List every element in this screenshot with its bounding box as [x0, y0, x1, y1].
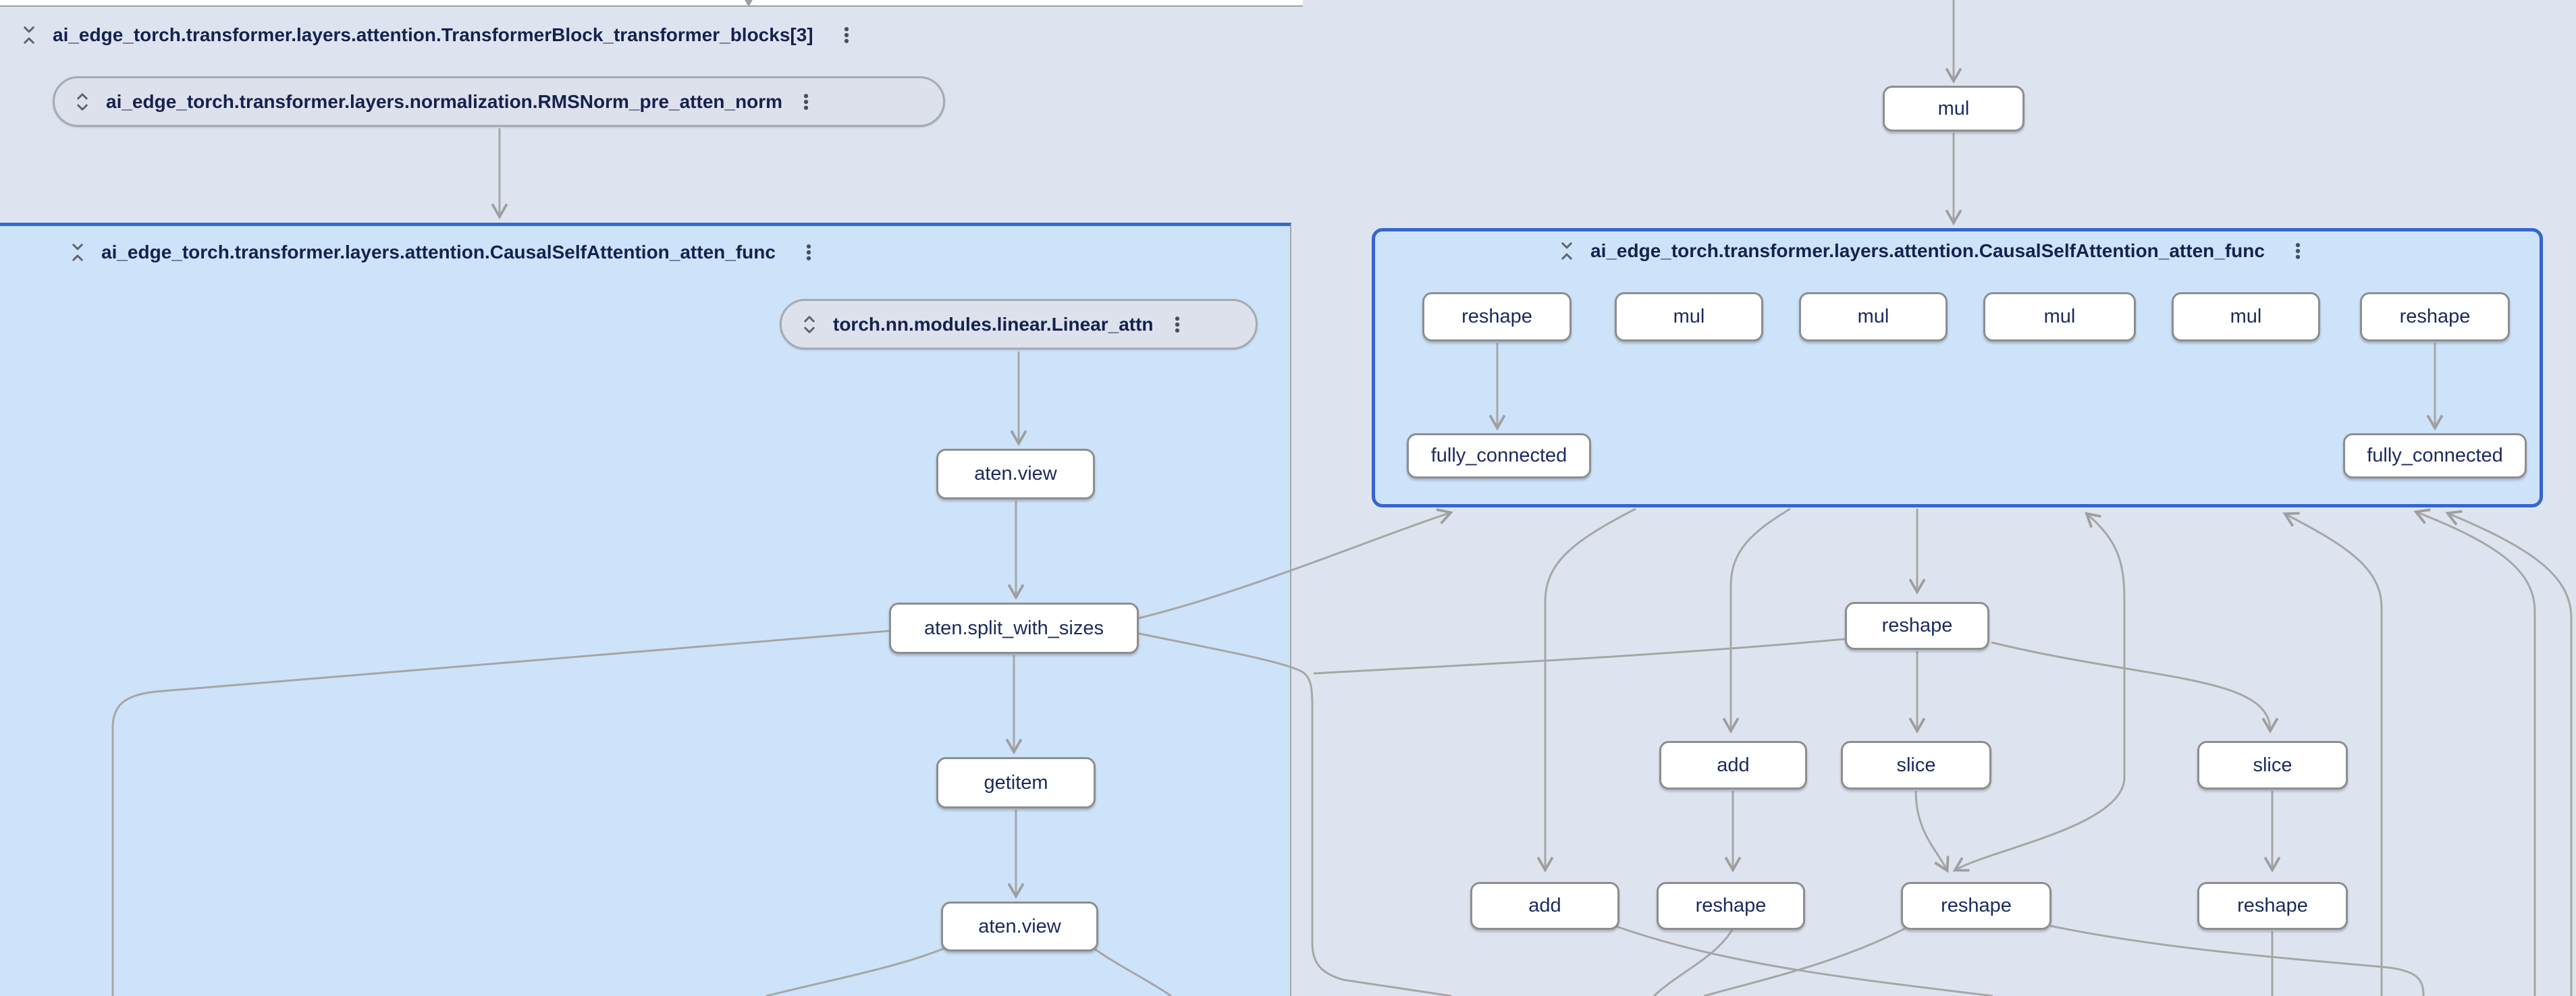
- op-node-reshape[interactable]: reshape: [2197, 882, 2348, 930]
- attention-right-header[interactable]: ai_edge_torch.transformer.layers.attenti…: [1557, 239, 2308, 263]
- op-node-mul[interactable]: mul: [1983, 292, 2136, 341]
- transformer-block-title: ai_edge_torch.transformer.layers.attenti…: [53, 24, 813, 45]
- op-node-slice[interactable]: slice: [1841, 741, 1991, 790]
- op-node-getitem[interactable]: getitem: [936, 757, 1096, 808]
- attention-right-title: ai_edge_torch.transformer.layers.attenti…: [1590, 240, 2265, 261]
- op-node-reshape[interactable]: reshape: [1422, 292, 1572, 341]
- group-pill-linear-attn[interactable]: torch.nn.modules.linear.Linear_attn: [780, 299, 1258, 350]
- unfold-more-icon[interactable]: [72, 92, 92, 112]
- more-vert-icon[interactable]: [799, 242, 819, 262]
- attention-left-title: ai_edge_torch.transformer.layers.attenti…: [101, 242, 776, 262]
- transformer-block-top-border: [0, 5, 1303, 7]
- op-node-mul[interactable]: mul: [1799, 292, 1948, 341]
- op-node-reshape[interactable]: reshape: [1845, 602, 1989, 650]
- more-vert-icon[interactable]: [1167, 314, 1187, 335]
- op-node-mul[interactable]: mul: [1615, 292, 1763, 341]
- transformer-block-header[interactable]: ai_edge_torch.transformer.layers.attenti…: [19, 23, 857, 47]
- op-node-aten-view[interactable]: aten.view: [936, 449, 1095, 499]
- op-node-mul[interactable]: mul: [1883, 86, 2024, 132]
- more-vert-icon[interactable]: [796, 92, 816, 112]
- group-pill-rmsnorm-pre-atten-norm[interactable]: ai_edge_torch.transformer.layers.normali…: [53, 76, 945, 127]
- op-node-fully-connected[interactable]: fully_connected: [1407, 433, 1591, 478]
- unfold-less-icon[interactable]: [68, 242, 88, 262]
- unfold-less-icon[interactable]: [19, 25, 39, 45]
- op-node-add[interactable]: add: [1659, 741, 1807, 790]
- group-pill-label: ai_edge_torch.transformer.layers.normali…: [106, 90, 783, 112]
- op-node-slice[interactable]: slice: [2197, 741, 2348, 790]
- more-vert-icon[interactable]: [836, 25, 857, 45]
- op-node-aten-view[interactable]: aten.view: [941, 902, 1098, 951]
- attention-left-header[interactable]: ai_edge_torch.transformer.layers.attenti…: [68, 240, 819, 265]
- op-node-add[interactable]: add: [1470, 882, 1619, 930]
- op-node-reshape[interactable]: reshape: [2360, 292, 2510, 341]
- op-node-fully-connected[interactable]: fully_connected: [2343, 433, 2527, 478]
- op-node-mul[interactable]: mul: [2172, 292, 2320, 341]
- unfold-more-icon[interactable]: [799, 314, 820, 335]
- group-pill-label: torch.nn.modules.linear.Linear_attn: [833, 313, 1154, 335]
- op-node-reshape[interactable]: reshape: [1901, 882, 2051, 930]
- op-node-reshape[interactable]: reshape: [1657, 882, 1805, 930]
- canvas-top-margin: [0, 0, 1303, 5]
- more-vert-icon[interactable]: [2288, 241, 2308, 261]
- unfold-less-icon[interactable]: [1557, 241, 1577, 261]
- op-node-aten-split-with-sizes[interactable]: aten.split_with_sizes: [889, 603, 1139, 654]
